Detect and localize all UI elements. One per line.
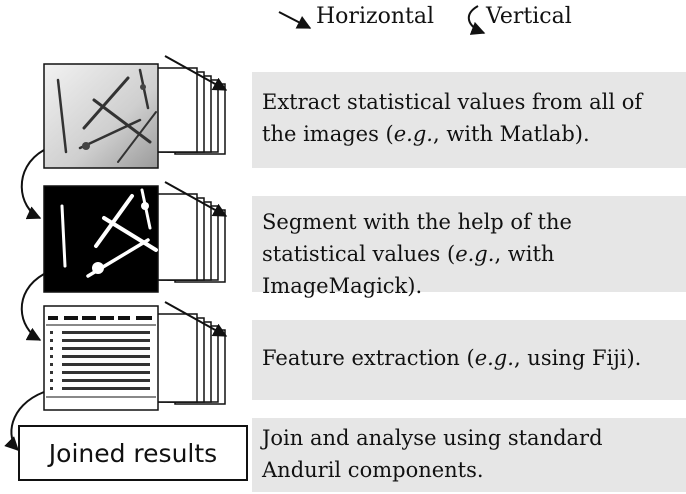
step-feature-extraction: Feature extraction (e.g., using Fiji).: [252, 320, 686, 400]
segmented-image: [43, 185, 159, 293]
step-extract-statistics: Extract statistical values from all of t…: [252, 72, 686, 168]
step-2-text-em: e.g.: [455, 242, 495, 266]
step-segment: Segment with the help of the statistical…: [252, 196, 686, 298]
vertical-arrow-icon: [468, 5, 486, 35]
step-3-text-em: e.g.: [474, 346, 514, 370]
image-stack-2: [146, 181, 228, 283]
step-2-text-before: Segment with the help of the statistical…: [262, 210, 572, 266]
vertical-connector-3: [4, 391, 45, 451]
step-3-text-after: , using Fiji).: [513, 346, 642, 370]
step-join-analyse: Join and analyse using standard Anduril …: [252, 418, 686, 492]
step-1-text-after: , with Matlab).: [432, 122, 590, 146]
step-2-text-after: , with ImageMagick).: [262, 242, 555, 298]
step-1-text-before: Extract statistical values from all of t…: [262, 90, 643, 146]
image-stack-3: [146, 301, 228, 405]
vertical-connector-2: [20, 273, 45, 341]
horizontal-arrow-icon: [278, 11, 312, 29]
microscopy-image: [43, 63, 159, 169]
step-3-text-before: Feature extraction (: [262, 346, 475, 370]
joined-results-box: Joined results: [18, 425, 248, 481]
image-stack-1: [146, 55, 228, 155]
step-1-text-em: e.g.: [393, 122, 433, 146]
vertical-connector-1: [20, 149, 45, 220]
legend-vertical-label: Vertical: [486, 4, 572, 29]
joined-results-label: Joined results: [48, 438, 218, 468]
legend-horizontal-label: Horizontal: [316, 4, 434, 29]
step-4-text: Join and analyse using standard Anduril …: [262, 426, 603, 482]
results-table-image: [43, 305, 159, 411]
